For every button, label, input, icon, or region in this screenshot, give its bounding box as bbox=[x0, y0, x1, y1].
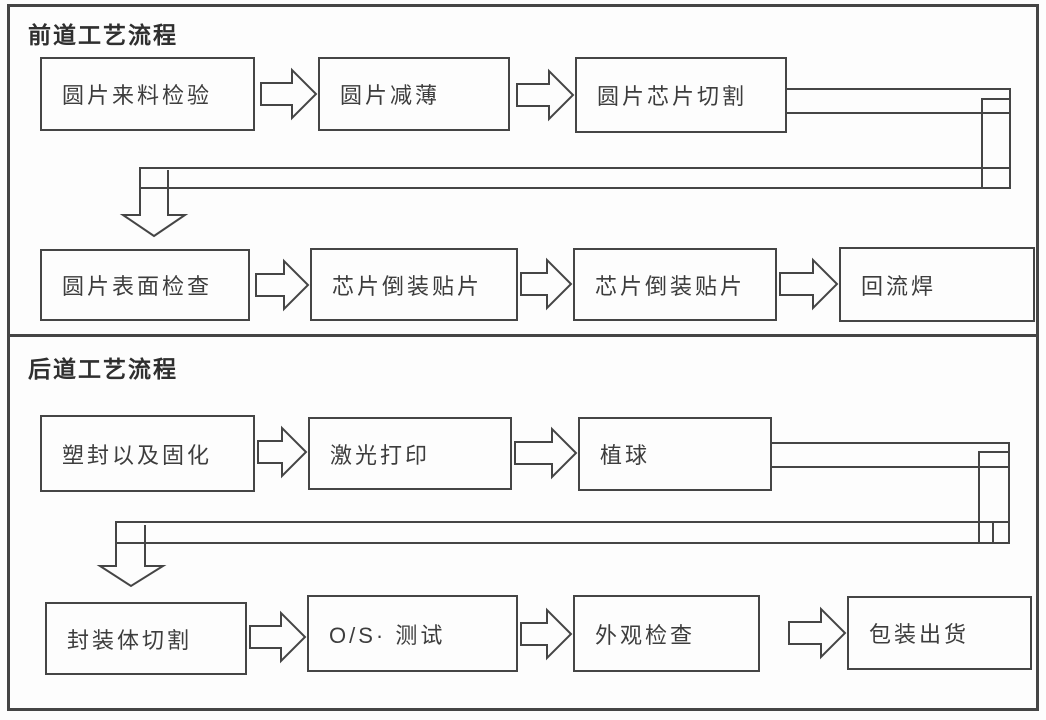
down-arrow-icon bbox=[96, 525, 167, 588]
down-arrow-icon bbox=[119, 170, 189, 238]
step-wafer-incoming-inspection: 圆片来料检验 bbox=[40, 57, 255, 131]
right-arrow-icon bbox=[520, 607, 573, 661]
step-reflow-soldering: 回流焊 bbox=[839, 247, 1035, 322]
back-end-section-title: 后道工艺流程 bbox=[28, 356, 178, 382]
step-wafer-thinning: 圆片减薄 bbox=[318, 57, 510, 131]
step-laser-marking: 激光打印 bbox=[308, 417, 512, 490]
step-flip-chip-bonding-1: 芯片倒装贴片 bbox=[310, 248, 518, 321]
right-arrow-icon bbox=[260, 67, 318, 121]
right-arrow-icon bbox=[788, 606, 847, 660]
step-packing-and-shipping: 包装出货 bbox=[847, 596, 1032, 670]
step-molding-and-curing: 塑封以及固化 bbox=[40, 415, 255, 492]
step-ball-mounting: 植球 bbox=[578, 417, 772, 491]
right-arrow-icon bbox=[779, 257, 839, 311]
step-visual-inspection: 外观检查 bbox=[573, 595, 760, 672]
right-arrow-icon bbox=[516, 68, 575, 122]
step-wafer-surface-inspection: 圆片表面检查 bbox=[40, 249, 250, 321]
front-end-return-connector bbox=[119, 88, 1011, 238]
right-arrow-icon bbox=[257, 425, 308, 479]
step-wafer-die-sawing: 圆片芯片切割 bbox=[575, 57, 787, 133]
right-arrow-icon bbox=[520, 257, 573, 311]
step-package-sawing: 封装体切割 bbox=[45, 602, 247, 675]
right-arrow-icon bbox=[249, 610, 307, 664]
right-arrow-icon bbox=[514, 426, 578, 480]
right-arrow-icon bbox=[255, 258, 310, 312]
front-end-section-title: 前道工艺流程 bbox=[28, 22, 178, 48]
step-flip-chip-bonding-2: 芯片倒装贴片 bbox=[573, 248, 777, 321]
step-os-test: O/S· 测试 bbox=[307, 595, 518, 672]
